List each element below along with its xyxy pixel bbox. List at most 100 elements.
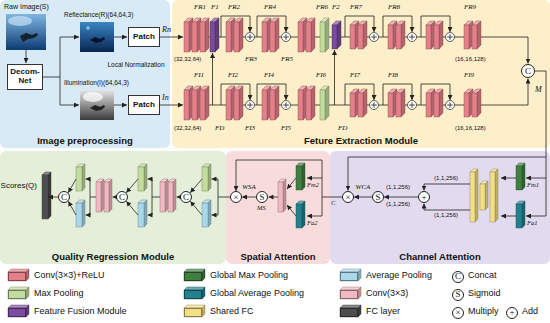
conv-relu-block (350, 93, 355, 117)
feature-label: FR6 (316, 4, 328, 11)
shared-fc-block (485, 181, 488, 210)
conv-relu-block (184, 22, 189, 52)
conv-relu-block (311, 18, 315, 52)
conv-relu-block (239, 86, 243, 120)
feature-label: FI1 (194, 72, 204, 79)
add-symbol (246, 101, 255, 110)
feature-label: FI8 (388, 72, 398, 79)
fusion-block (337, 21, 341, 49)
conv-relu-block (205, 86, 209, 120)
operator-circle: S (256, 191, 268, 203)
shared-fc-block (490, 172, 495, 222)
conv-relu-block (262, 22, 267, 52)
add-symbol (408, 101, 417, 110)
legend-text: Shared FC (210, 307, 254, 317)
feature-label: Fa2 (307, 220, 317, 227)
legend-swatch (340, 290, 358, 299)
global-avg-pool-block (522, 201, 525, 228)
global-max-pool-block (302, 163, 305, 190)
legend-text: Add (522, 307, 538, 317)
panel-ground (0, 0, 170, 148)
dimension-label: Illumination(I)(64,64,3) (64, 80, 129, 87)
node-text: C (525, 67, 531, 76)
add-symbol (374, 102, 375, 108)
feature-label: F1 (211, 4, 219, 11)
global-max-pool-block (296, 166, 302, 190)
conv-relu-block (477, 89, 481, 117)
legend-text: Max Pooling (34, 289, 84, 299)
connector (236, 160, 342, 197)
panel-ground (0, 151, 226, 264)
legend-swatch (8, 308, 26, 317)
fusion-wire (334, 50, 335, 105)
legend-swatch (8, 290, 26, 299)
dimension-label: (1,1,256) (434, 175, 458, 181)
feature-label: FI5 (281, 125, 291, 132)
max-pool-block (138, 167, 144, 191)
legend-swatch-depth (26, 269, 29, 281)
feature-label: FR1 (194, 4, 206, 11)
node-text: C (119, 193, 125, 202)
conv-block (283, 179, 286, 212)
feature-label: FR7 (350, 4, 362, 11)
conv-relu-block (358, 25, 363, 49)
legend-swatch-depth (358, 305, 361, 317)
max-pool-block (76, 167, 82, 191)
wire (218, 179, 219, 215)
wire (90, 179, 91, 215)
module-panel: Image preprocessingDecom-NetPatchPatch (0, 0, 170, 148)
weight-label: WCA (356, 184, 371, 191)
conv-relu-block (396, 25, 401, 49)
avg-pool-block (208, 200, 211, 227)
wire (86, 215, 91, 216)
legend-swatch-depth (26, 287, 29, 299)
conv-block (173, 179, 176, 212)
conv-block (165, 179, 168, 212)
panel-ground (172, 0, 550, 148)
wire (148, 215, 153, 216)
conv-relu-block (388, 93, 393, 117)
max-pool-block (320, 22, 325, 52)
legend-swatch (184, 308, 202, 317)
feature-label: In (162, 94, 169, 102)
node-text: S (259, 193, 264, 202)
operator-circle: C (58, 191, 70, 203)
add-symbol (282, 33, 291, 42)
legend-swatch (340, 272, 358, 281)
conv-relu-block (200, 22, 205, 52)
feature-label: FI2 (228, 72, 238, 79)
conv-relu-block (298, 22, 303, 52)
panel-ground (330, 151, 550, 264)
conv-relu-block (472, 25, 477, 49)
legend-text: Sigmoid (468, 289, 501, 299)
node-text: Patch (133, 101, 155, 110)
wire (424, 204, 470, 211)
module-panel: Channel Attention×S+ (330, 151, 550, 264)
operator-circle: C (521, 64, 535, 78)
conv-relu-block (477, 21, 481, 49)
legend-swatch-depth (340, 308, 358, 317)
wire (148, 179, 153, 180)
max-pool-block (82, 164, 85, 191)
node-text: × (345, 193, 350, 202)
conv-relu-block (396, 93, 401, 117)
fc-layer-depth (42, 175, 48, 219)
legend-symbol: S (452, 289, 464, 301)
conv-relu-block (388, 25, 393, 49)
legend-swatch-depth (26, 305, 29, 317)
feature-label: FI3 (245, 125, 255, 132)
legend-swatch-depth (202, 305, 205, 317)
wire (42, 77, 60, 78)
node-text: Patch (133, 33, 155, 42)
panel-title: Spatial Attention (240, 252, 315, 262)
wire (269, 197, 279, 198)
legend-swatch (8, 272, 26, 281)
global-max-pool-block (522, 163, 525, 190)
wire (126, 179, 138, 193)
conv-relu-block (226, 22, 231, 52)
feature-label: Fm2 (307, 182, 319, 189)
dimension-label: (32,32,64) (174, 56, 201, 62)
add-symbol (374, 34, 375, 40)
avg-pool-block (144, 200, 147, 227)
